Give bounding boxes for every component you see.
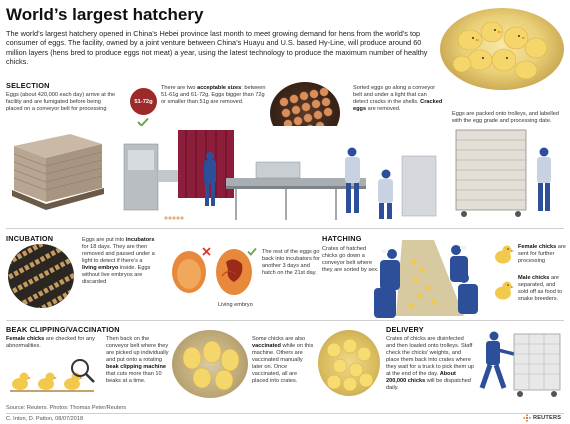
beak-text-post: are checked for any abnormalities. [6, 336, 95, 349]
beak-heading: BEAK CLIPPING/VACCINATION [6, 325, 120, 334]
credit-text: C. Inton, D. Patton, 08/07/2018 [6, 416, 84, 422]
chick-inspection-illustration [6, 356, 98, 396]
delivery-heading: DELIVERY [386, 325, 424, 334]
egg-sizes-bold: acceptable sizes [197, 85, 242, 91]
check-icon [137, 117, 149, 127]
hatching-heading: HATCHING [322, 234, 362, 243]
egg-size-badge-label: 51-72g [134, 98, 153, 105]
dead-egg-image [170, 248, 208, 294]
female-chick-icon [492, 244, 514, 264]
vacc-post: while on this machine. Others are vaccin… [252, 343, 314, 384]
cracks-bold: Cracked eggs [353, 99, 443, 112]
incubation-rest-text: The rest of the eggs go back into incuba… [262, 249, 320, 276]
reuters-logo: REUTERS [523, 414, 561, 422]
reuters-logo-icon [523, 414, 531, 422]
female-chicks-text: Female chicks are sent for further proce… [518, 244, 566, 265]
egg-sizes-pre: There are two [161, 85, 198, 91]
egg-trolley-photo [452, 128, 564, 218]
living-embryo-label: Living embryo [218, 302, 253, 308]
beak-clipping-text: Then back on the conveyor belt where the… [106, 336, 170, 385]
delivery-text-post: will be dispatched daily. [386, 378, 471, 391]
selection-text: Eggs (about 420,000 each day) arrive at … [6, 92, 116, 112]
beak-clipping-photo [172, 330, 248, 398]
beak-clip-pre: Then back on the conveyor belt where the… [106, 336, 169, 363]
male-chicks-text: Male chicks are separated, and sold off … [518, 275, 566, 303]
beak-female-bold: Female chicks [6, 336, 45, 342]
beak-clip-post: that cuts more than 10 beaks at a time. [106, 371, 162, 384]
reuters-brand-text: REUTERS [533, 415, 562, 421]
selection-heading: SELECTION [6, 81, 50, 90]
male-chick-icon [492, 280, 514, 300]
egg-pallet-image [10, 128, 106, 214]
female-chicks-bold: Female chicks [518, 244, 557, 250]
delivery-text: Crates of chicks are disinfected and the… [386, 336, 474, 392]
delivery-text-bold: About 200,000 chicks [386, 371, 456, 384]
cracks-post: are removed. [366, 106, 401, 112]
incubation-text-pre: Eggs are put into [82, 237, 126, 243]
cross-icon [202, 247, 211, 256]
vacc-bold: vaccinated [252, 343, 281, 349]
trolley-text: Eggs are packed onto trolleys, and label… [452, 111, 559, 124]
check-icon [247, 247, 257, 256]
incubation-heading: INCUBATION [6, 234, 54, 243]
divider-footer [6, 413, 564, 414]
beak-clip-bold: beak clipping machine [106, 364, 166, 370]
chicks-crate-photo [318, 330, 380, 396]
incubator-photo [8, 244, 74, 308]
intro-text: The world’s largest hatchery opened in C… [6, 29, 428, 67]
cracks-pre: Sorted eggs go along a conveyor belt and… [353, 85, 436, 105]
egg-sizes-text: There are two acceptable sizes: between … [161, 85, 269, 106]
vaccination-text: Some chicks are also vaccinated while on… [252, 336, 314, 385]
beak-check-text: Female chicks are checked for any abnorm… [6, 336, 102, 350]
egg-size-badge: 51-72g [130, 88, 157, 115]
incubation-text-mid: for 18 days. They are then removed and p… [82, 244, 155, 264]
incubators-bold: incubators [125, 237, 155, 243]
delivery-photo [474, 326, 566, 400]
vacc-pre: Some chicks are also [252, 336, 306, 342]
living-embryo-egg-image [214, 246, 254, 296]
male-chicks-bold: Male chicks [518, 275, 550, 281]
female-chicks-post: are sent for further processing [518, 244, 566, 264]
hatching-text: Crates of hatched chicks go down a conve… [322, 246, 379, 273]
source-text: Source: Reuters. Photos: Thomas Peter/Re… [6, 405, 127, 411]
page-title: World’s largest hatchery [6, 5, 204, 24]
delivery-text-pre: Crates of chicks are disinfected and the… [386, 336, 474, 377]
divider-incubation [6, 320, 564, 321]
sorting-chicks-photo [372, 232, 486, 320]
living-embryo-bold: living embryo [82, 265, 119, 271]
sorting-line-photo [116, 126, 446, 226]
incubation-text: Eggs are put into incubators for 18 days… [82, 237, 158, 286]
incubation-text-post: inside. Eggs without live embryos are di… [82, 265, 151, 285]
divider-selection [6, 228, 564, 229]
egg-sizes-post: : between 51-61g and 61-72g. Eggs bigger… [161, 85, 266, 105]
male-chicks-post: are separated, and sold off as food to s… [518, 275, 563, 302]
chicks-photo [440, 8, 564, 90]
crack-detection-text: Sorted eggs go along a conveyor belt and… [353, 85, 443, 113]
